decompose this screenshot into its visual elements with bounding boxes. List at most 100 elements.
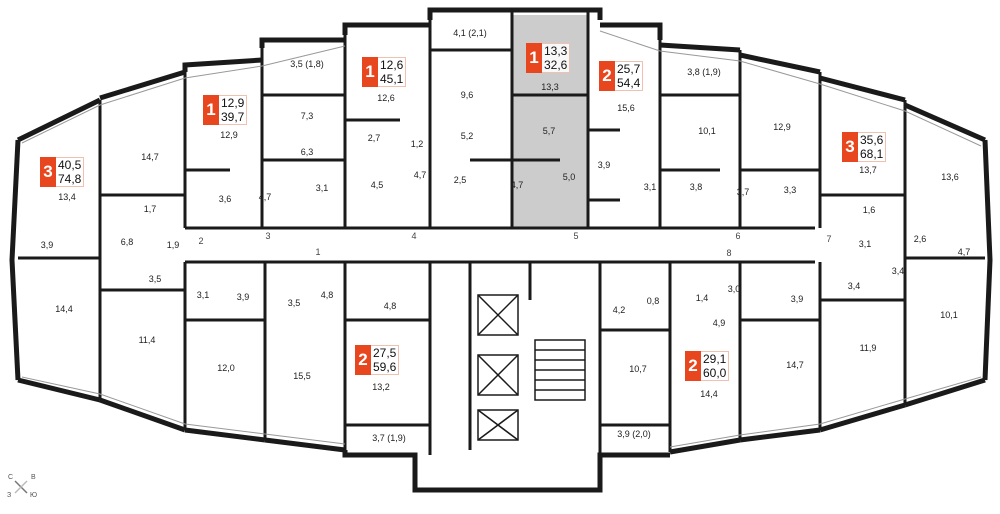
door-number: 6 xyxy=(735,231,740,241)
room-area: 3,4 xyxy=(848,281,861,291)
room-area: 12,6 xyxy=(377,93,395,103)
elevator-core xyxy=(477,294,586,441)
room-area: 6,8 xyxy=(121,237,134,247)
door-number: 7 xyxy=(826,234,831,244)
apartment-living-area: 13,3 xyxy=(544,44,568,58)
room-area: 10,1 xyxy=(940,310,958,320)
room-area: 3,3 xyxy=(784,185,797,195)
room-area: 3,1 xyxy=(859,239,872,249)
apartment-rooms: 2 xyxy=(685,351,701,381)
room-area: 11,4 xyxy=(139,335,156,345)
room-area: 3,9 xyxy=(791,294,804,304)
room-area: 10,1 xyxy=(698,126,716,136)
apartment-living-area: 12,9 xyxy=(221,96,245,110)
compass-rose: С В З Ю xyxy=(4,472,44,506)
room-area: 2,6 xyxy=(914,234,927,244)
apartment-total-area: 68,1 xyxy=(860,147,884,161)
door-number: 1 xyxy=(315,247,320,257)
room-area: 4,1 (2,1) xyxy=(453,28,487,38)
room-area: 5,2 xyxy=(461,131,474,141)
room-area: 1,9 xyxy=(167,240,180,250)
room-area: 5,7 xyxy=(543,126,556,136)
room-area: 4,9 xyxy=(713,318,726,328)
room-area: 1,2 xyxy=(411,139,424,149)
door-number: 2 xyxy=(198,236,203,246)
room-area: 14,4 xyxy=(700,389,718,399)
room-area: 1,4 xyxy=(696,293,709,303)
compass-east: В xyxy=(31,474,36,481)
room-area: 3,0 xyxy=(728,284,741,294)
room-area: 13,6 xyxy=(941,172,959,182)
room-area: 2,5 xyxy=(454,175,467,185)
room-area: 3,9 (2,0) xyxy=(617,429,651,439)
room-area: 3,5 xyxy=(149,274,162,284)
room-area: 7,3 xyxy=(301,111,314,121)
room-area: 0,8 xyxy=(647,296,660,306)
room-area: 12,0 xyxy=(217,363,235,373)
apartment-total-area: 74,8 xyxy=(58,172,82,186)
apartment-total-area: 60,0 xyxy=(703,366,727,380)
room-area: 3,1 xyxy=(316,183,329,193)
room-area: 14,4 xyxy=(55,304,73,314)
apartment-total-area: 59,6 xyxy=(373,360,397,374)
room-area: 12,9 xyxy=(773,122,791,132)
room-area: 3,9 xyxy=(237,292,250,302)
apartment-rooms: 1 xyxy=(203,95,219,125)
apartment-rooms: 2 xyxy=(355,345,371,375)
apartment-living-area: 27,5 xyxy=(373,346,397,360)
room-area: 3,5 (1,8) xyxy=(290,59,324,69)
apartment-rooms: 2 xyxy=(599,61,615,91)
room-area: 5,0 xyxy=(563,172,576,182)
room-area: 3,7 xyxy=(737,187,750,197)
compass-cross-icon xyxy=(14,480,28,494)
room-area: 3,1 xyxy=(197,290,210,300)
windows xyxy=(21,30,982,448)
room-area: 1,7 xyxy=(144,204,157,214)
apartment-rooms: 1 xyxy=(362,57,378,87)
room-area: 3,1 xyxy=(644,182,657,192)
room-area: 14,7 xyxy=(141,152,159,162)
room-area: 3,4 xyxy=(892,266,905,276)
room-area: 13,4 xyxy=(58,192,76,202)
room-area: 2,7 xyxy=(368,133,381,143)
room-area: 9,6 xyxy=(461,90,474,100)
room-area: 4,7 xyxy=(414,170,427,180)
door-numbers: 1 2 3 4 5 6 7 8 xyxy=(198,231,831,258)
apartment-total-area: 54,4 xyxy=(617,76,641,90)
outer-walls xyxy=(9,7,993,493)
room-area: 4,5 xyxy=(371,180,384,190)
apartment-total-area: 32,6 xyxy=(544,58,568,72)
apartment-living-area: 29,1 xyxy=(703,352,727,366)
apartment-total-area: 45,1 xyxy=(380,72,404,86)
room-area: 3,9 xyxy=(598,160,611,170)
room-area: 15,5 xyxy=(293,371,311,381)
room-area: 13,7 xyxy=(859,165,877,175)
interior-walls xyxy=(18,10,985,455)
room-area: 13,3 xyxy=(541,82,559,92)
apartment-rooms: 3 xyxy=(842,132,858,162)
room-area: 4,7 xyxy=(259,192,272,202)
room-area: 4,7 xyxy=(958,247,971,257)
apartment-living-area: 35,6 xyxy=(860,133,884,147)
apartment-rooms: 3 xyxy=(40,157,56,187)
room-area: 3,5 xyxy=(288,298,301,308)
room-area: 11,9 xyxy=(860,343,877,353)
room-area: 3,6 xyxy=(219,194,232,204)
room-area: 15,6 xyxy=(617,103,635,113)
door-number: 5 xyxy=(573,231,578,241)
room-area: 13,2 xyxy=(372,382,390,392)
room-area: 3,8 xyxy=(690,182,703,192)
door-number: 4 xyxy=(411,231,416,241)
room-area: 4,8 xyxy=(384,301,397,311)
apartment-living-area: 40,5 xyxy=(58,158,82,172)
room-area: 10,7 xyxy=(629,364,647,374)
